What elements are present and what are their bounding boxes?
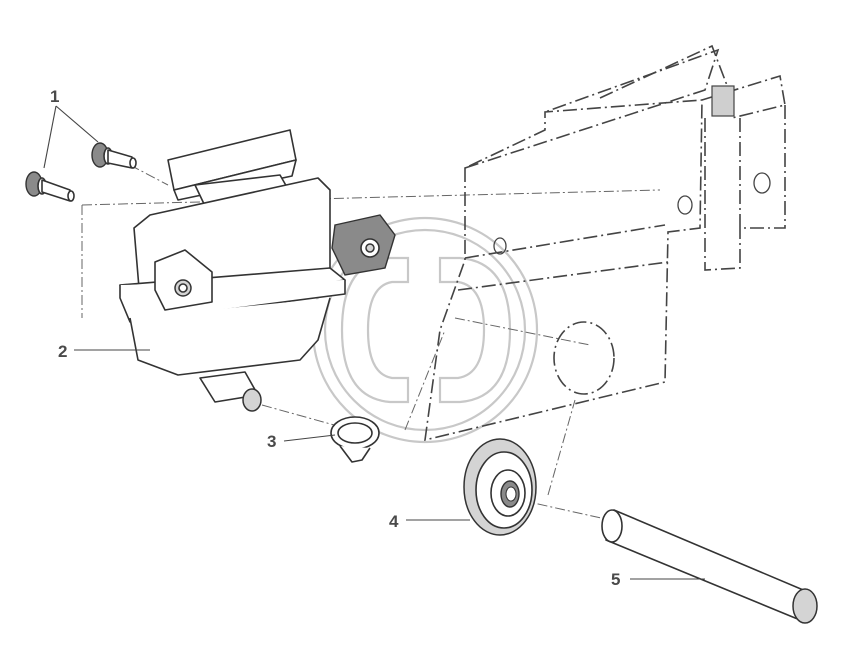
callout-labels: 1 2 3 4 5 [50,87,620,589]
callout-5: 5 [611,570,620,589]
leader-lines [43,105,705,580]
hose [601,509,818,624]
bolt-upper [91,142,137,169]
callout-4: 4 [389,512,399,531]
watermark-logo [311,216,539,444]
callout-1: 1 [50,87,59,106]
bolt-lower [25,171,75,202]
body-panel-ghost [424,44,786,442]
reservoir-tank [119,129,396,412]
callout-2: 2 [58,342,67,361]
callout-3: 3 [267,432,276,451]
grommet [463,438,537,536]
hose-clamp [330,416,380,463]
alignment-lines [81,164,661,521]
